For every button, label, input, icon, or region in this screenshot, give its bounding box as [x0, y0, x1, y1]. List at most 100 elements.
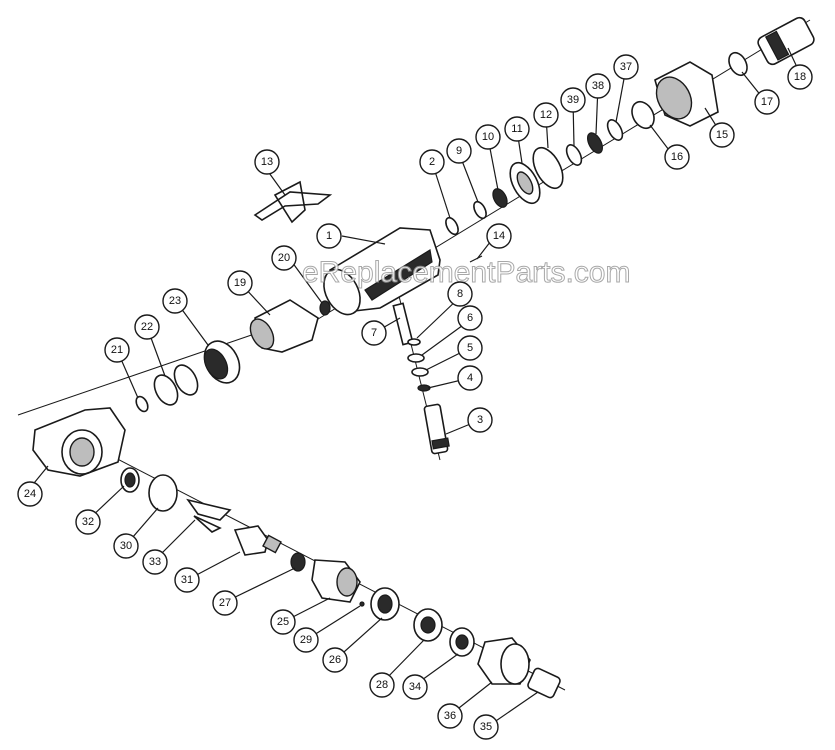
callout-36[interactable]: 36	[437, 703, 463, 729]
callout-label: 33	[149, 556, 161, 568]
callout-25[interactable]: 25	[270, 609, 296, 635]
callout-27[interactable]: 27	[212, 590, 238, 616]
callout-20[interactable]: 20	[271, 245, 297, 271]
callout-label: 30	[120, 540, 132, 552]
callout-28[interactable]: 28	[369, 672, 395, 698]
part-23-ring-gear[interactable]	[198, 335, 247, 389]
part-10-bearing[interactable]	[490, 186, 510, 209]
part-38-ring[interactable]	[585, 130, 606, 155]
part-1-main-housing[interactable]	[317, 227, 441, 321]
callout-34[interactable]: 34	[402, 674, 428, 700]
part-34-ring[interactable]	[449, 627, 475, 657]
part-2-washer[interactable]	[443, 216, 460, 237]
callout-35[interactable]: 35	[473, 714, 499, 740]
callout-label: 38	[592, 80, 604, 92]
callout-30[interactable]: 30	[113, 533, 139, 559]
callout-16[interactable]: 16	[664, 144, 690, 170]
callout-26[interactable]: 26	[322, 647, 348, 673]
callout-label: 24	[24, 488, 36, 500]
callout-24[interactable]: 24	[17, 481, 43, 507]
part-9-rotor-part[interactable]	[471, 200, 488, 221]
part-11-cylinder-plate[interactable]	[504, 158, 546, 208]
callout-21[interactable]: 21	[104, 337, 130, 363]
callout-label: 10	[482, 131, 494, 143]
part-29-pin[interactable]	[359, 601, 365, 607]
callout-2[interactable]: 2	[419, 149, 445, 175]
callout-32[interactable]: 32	[75, 509, 101, 535]
part-13-vanes[interactable]	[253, 180, 333, 224]
part-39-ring[interactable]	[564, 142, 585, 167]
part-28-bearing[interactable]	[413, 608, 443, 642]
callout-19[interactable]: 19	[227, 270, 253, 296]
part-35-sleeve[interactable]	[527, 667, 562, 699]
part-18-air-inlet[interactable]	[756, 16, 816, 67]
callout-label: 34	[409, 681, 421, 693]
callout-9[interactable]: 9	[446, 138, 472, 164]
part-36-cup[interactable]	[477, 637, 531, 685]
part-7-valve-stem[interactable]	[392, 302, 414, 346]
callout-label: 13	[261, 156, 273, 168]
part-16-ring[interactable]	[628, 98, 659, 132]
callout-1[interactable]: 1	[316, 223, 342, 249]
callout-10[interactable]: 10	[475, 124, 501, 150]
part-15-sleeve[interactable]	[650, 61, 719, 127]
part-32-bearing[interactable]	[120, 467, 140, 493]
part-24-head[interactable]	[32, 407, 126, 477]
part-12-ring[interactable]	[527, 143, 569, 193]
callout-label: 39	[567, 94, 579, 106]
callout-15[interactable]: 15	[709, 122, 735, 148]
part-31-anvil[interactable]	[233, 525, 282, 556]
part-25-gear-housing[interactable]	[311, 559, 361, 603]
callout-6[interactable]: 6	[457, 305, 483, 331]
part-14-pin[interactable]	[469, 255, 483, 263]
callout-11[interactable]: 11	[504, 116, 530, 142]
callout-22[interactable]: 22	[134, 314, 160, 340]
callout-label: 18	[794, 71, 806, 83]
callout-label: 6	[467, 312, 473, 324]
callout-12[interactable]: 12	[533, 102, 559, 128]
callout-label: 17	[761, 96, 773, 108]
callout-13[interactable]: 13	[254, 149, 280, 175]
callout-label: 15	[716, 129, 728, 141]
callout-8[interactable]: 8	[447, 281, 473, 307]
part-6-washer[interactable]	[407, 353, 425, 363]
part-8-o-ring[interactable]	[407, 338, 421, 346]
callout-4[interactable]: 4	[457, 365, 483, 391]
part-37-ring[interactable]	[605, 117, 626, 142]
part-22-ring-b[interactable]	[150, 371, 183, 409]
callout-label: 26	[329, 654, 341, 666]
part-3-valve-body[interactable]	[423, 403, 450, 455]
part-17-o-ring[interactable]	[725, 50, 750, 79]
callout-39[interactable]: 39	[560, 87, 586, 113]
part-27-bearing[interactable]	[290, 552, 306, 572]
part-20-nut[interactable]	[319, 300, 331, 316]
callout-37[interactable]: 37	[613, 54, 639, 80]
callout-38[interactable]: 38	[585, 73, 611, 99]
callout-label: 19	[234, 277, 246, 289]
callout-17[interactable]: 17	[754, 89, 780, 115]
callout-label: 27	[219, 597, 231, 609]
part-26-bushing[interactable]	[370, 587, 400, 621]
callout-label: 4	[467, 372, 473, 384]
part-5-o-ring[interactable]	[411, 367, 429, 377]
callout-label: 28	[376, 679, 388, 691]
part-33-pawl[interactable]	[186, 498, 232, 533]
callout-29[interactable]: 29	[293, 627, 319, 653]
callout-14[interactable]: 14	[486, 223, 512, 249]
callout-5[interactable]: 5	[457, 335, 483, 361]
part-22-ring-a[interactable]	[170, 361, 203, 399]
callout-23[interactable]: 23	[162, 288, 188, 314]
callout-3[interactable]: 3	[467, 407, 493, 433]
callout-label: 35	[480, 721, 492, 733]
callout-label: 14	[493, 230, 505, 242]
callout-18[interactable]: 18	[787, 64, 813, 90]
part-30-yoke[interactable]	[148, 474, 178, 512]
callout-label: 11	[511, 123, 522, 135]
part-19-clutch[interactable]	[246, 299, 319, 353]
callout-31[interactable]: 31	[174, 567, 200, 593]
callout-label: 7	[371, 327, 377, 339]
callout-33[interactable]: 33	[142, 549, 168, 575]
callout-7[interactable]: 7	[361, 320, 387, 346]
part-21-washer[interactable]	[134, 395, 150, 414]
